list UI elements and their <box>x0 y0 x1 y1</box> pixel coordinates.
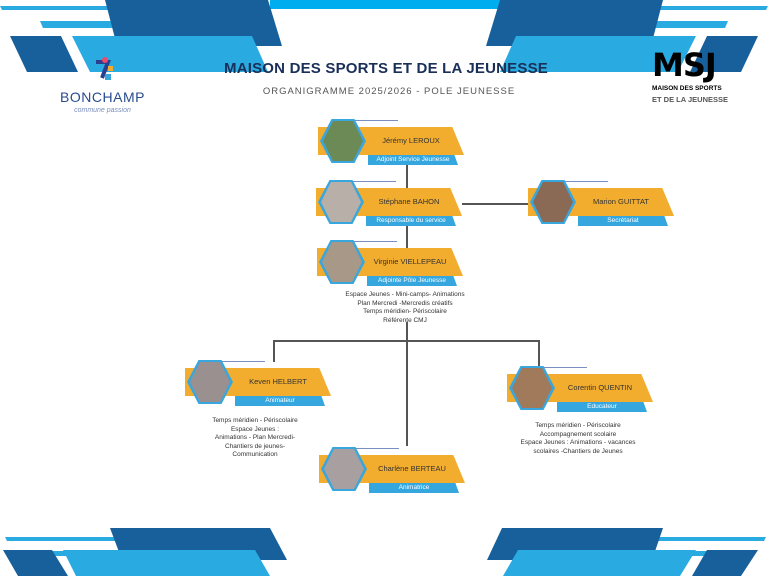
avatar <box>323 121 363 161</box>
msj-line1: MAISON DES SPORTS <box>652 85 722 92</box>
description-line: Espace Jeunes : Animations - vacances <box>520 439 636 446</box>
description-line: Temps méridien - Périscolaire <box>212 417 298 424</box>
connector <box>406 322 408 446</box>
role-description: Espace Jeunes - Mini-camps- Animations P… <box>330 291 480 325</box>
bonchamp-star-icon <box>95 57 113 80</box>
description-line: Espace Jeunes : <box>230 425 280 433</box>
description-line: Accompagnement scolaire <box>539 430 617 438</box>
person-role: Animatrice <box>369 483 459 493</box>
avatar-frame <box>187 360 233 404</box>
person-role: Adjointe Pôle Jeunesse <box>367 276 457 286</box>
accent-line <box>350 120 398 121</box>
description-line: scolaires -Chantiers de Jeunes <box>533 447 623 455</box>
connector <box>406 165 408 188</box>
person-card-charlene-berteau: Charlène BERTEAU Animatrice <box>319 447 465 503</box>
avatar-frame <box>509 366 555 410</box>
connector <box>273 340 275 362</box>
connector <box>406 226 408 248</box>
description-line: Plan Mercredi -Mercredis créatifs <box>357 299 453 307</box>
bonchamp-tagline: commune passion <box>74 107 131 114</box>
person-name: Corentin QUENTIN <box>567 383 633 392</box>
person-card-stephane-bahon: Stéphane BAHON Responsable du service <box>316 180 462 236</box>
description-line: Animations - Plan Mercredi- <box>214 434 296 441</box>
avatar <box>321 182 361 222</box>
connector <box>538 340 540 367</box>
accent-line <box>349 241 397 242</box>
person-name: Stéphane BAHON <box>378 197 440 206</box>
avatar-frame <box>530 180 576 224</box>
avatar <box>324 449 364 489</box>
description-line: Espace Jeunes - Mini-camps- Animations <box>345 291 465 298</box>
person-role: Educateur <box>557 402 647 412</box>
person-card-virginie-viellepeau: Virginie VIELLEPEAU Adjointe Pôle Jeunes… <box>317 240 463 296</box>
avatar <box>533 182 573 222</box>
person-role: Adjoint Service Jeunesse <box>368 155 458 165</box>
msj-logo: MSJ MAISON DES SPORTS ET DE LA JEUNESSE <box>652 46 752 105</box>
description-line: Temps méridien - Périscolaire <box>535 422 621 429</box>
accent-line <box>217 361 265 362</box>
avatar <box>190 362 230 402</box>
person-name: Charlène BERTEAU <box>378 464 446 473</box>
person-card-jeremy-leroux: Jérémy LEROUX Adjoint Service Jeunesse <box>318 119 464 175</box>
page-subtitle: ORGANIGRAMME 2025/2026 - POLE JEUNESSE <box>262 86 516 97</box>
accent-line <box>560 181 608 182</box>
connector <box>462 203 528 205</box>
msj-line2: ET DE LA JEUNESSE <box>652 95 728 104</box>
person-role: Animateur <box>235 396 325 406</box>
person-role: Responsable du service <box>366 216 456 226</box>
avatar <box>322 242 362 282</box>
person-card-marion-guittat: Marion GUITTAT Secrétariat <box>528 180 674 236</box>
avatar <box>512 368 552 408</box>
person-name: Virginie VIELLEPEAU <box>373 257 447 266</box>
accent-line <box>351 448 399 449</box>
msj-letters: MSJ <box>652 46 717 84</box>
connector <box>273 340 538 342</box>
accent-line <box>348 181 396 182</box>
description-line: Communication <box>232 451 278 458</box>
description-line: Référente CMJ <box>383 316 427 324</box>
bonchamp-name: BONCHAMP <box>60 89 145 105</box>
role-description: Temps méridien - Périscolaire Espace Jeu… <box>190 417 320 460</box>
person-name: Marion GUITTAT <box>593 197 649 206</box>
role-description: Temps méridien - Périscolaire Accompagne… <box>505 422 651 456</box>
person-role: Secrétariat <box>578 216 668 226</box>
accent-line <box>539 367 587 368</box>
description-line: Temps méridien- Périscolaire <box>363 308 447 315</box>
description-line: Chantiers de jeunes- <box>225 442 285 450</box>
person-card-corentin-quentin: Corentin QUENTIN Educateur <box>507 366 653 422</box>
bonchamp-logo: BONCHAMP commune passion <box>55 56 150 116</box>
person-name: Keven HELBERT <box>249 377 307 386</box>
person-name: Jérémy LEROUX <box>382 136 440 145</box>
person-card-keven-helbert: Keven HELBERT Animateur <box>185 360 331 416</box>
page-title: MAISON DES SPORTS ET DE LA JEUNESSE <box>224 60 548 77</box>
